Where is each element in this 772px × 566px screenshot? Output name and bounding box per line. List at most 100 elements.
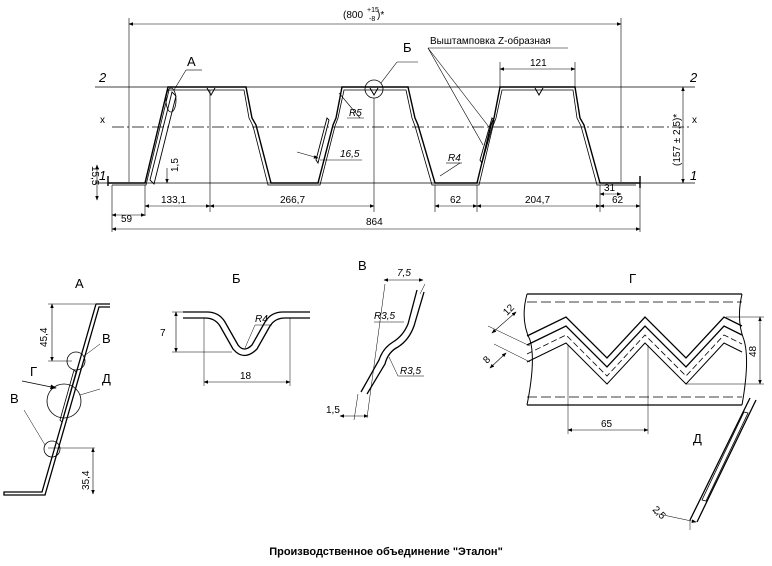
d2047-text: 204,7: [525, 195, 550, 206]
overall-tol-dn: -8: [369, 16, 375, 23]
detail-a-v2: В: [10, 391, 19, 406]
detail-g-8: 8: [481, 354, 493, 366]
detail-g-break-r: [738, 293, 748, 406]
line1-left: 1: [99, 168, 106, 183]
detail-v-r2-leader: [388, 356, 399, 377]
detail-g: [487, 293, 764, 434]
detail-b: [172, 311, 310, 386]
main-view: [95, 18, 695, 232]
detail-d-text: Д 2,5: [650, 431, 702, 522]
d1331-text: 133,1: [161, 195, 186, 206]
axis-x-right: x: [692, 115, 697, 126]
detail-d-outer: [689, 397, 751, 521]
d59-text: 59: [121, 214, 133, 225]
d165-leader: [296, 151, 319, 159]
callout-a-ellipse: [165, 87, 177, 113]
line2-left: 2: [98, 70, 107, 85]
detail-a-v2-leader: [23, 409, 46, 446]
detail-a-circle-d: [46, 383, 82, 419]
overall-close: )*: [377, 10, 384, 21]
detail-g-title: Г: [629, 271, 636, 286]
top-width-text: 121: [530, 58, 547, 69]
detail-g-zigzag-1: [526, 316, 743, 359]
detail-g-zigzag-4: [526, 342, 743, 385]
r4-text: R4: [448, 153, 461, 164]
detail-v-inner: [366, 291, 425, 395]
stamp-leader-1: [427, 47, 490, 128]
overall-tol-up: +15: [367, 7, 379, 14]
detail-b-inner: [183, 317, 310, 357]
detail-d-25: 2,5: [650, 504, 668, 522]
height-text: (157 ± 2,5)*: [672, 114, 683, 166]
detail-a-text: А 45,4 35,4 В Г Д В: [10, 276, 111, 490]
r4-leader: [439, 162, 461, 177]
r5-text: R5: [349, 108, 362, 119]
detail-d: [653, 397, 757, 530]
detail-d-stamp: [701, 411, 749, 502]
profile-inner: [112, 89, 636, 186]
detail-g-dim-12: [491, 311, 517, 334]
detail-d-inner: [696, 399, 757, 523]
d15-text: 1,5: [170, 158, 181, 172]
detail-a-d-leader: [79, 388, 101, 396]
detail-v-r35a: R3,5: [374, 311, 396, 322]
detail-a-circle-v2: [43, 440, 61, 458]
detail-b-outer: [183, 311, 310, 350]
detail-g-zigzag-2: [526, 325, 743, 368]
detail-g-ext-8: [493, 343, 531, 363]
detail-g-zigzag-3: [526, 334, 743, 377]
view-b-mark: Б: [403, 40, 412, 55]
detail-d-dim-25: [653, 512, 697, 523]
d2667-text: 266,7: [280, 195, 305, 206]
r5-leader: [338, 92, 361, 119]
overall-dim-text: (800: [343, 10, 363, 21]
detail-v-15: 1,5: [326, 405, 340, 416]
detail-v-outer: [360, 289, 418, 393]
rib-dip-3: [534, 87, 544, 97]
main-view-text: (800 +15 -8 )* Выштамповка Z-образная А …: [89, 7, 698, 228]
line1-right: 1: [690, 168, 697, 183]
rib-dip-1: [206, 87, 216, 97]
detail-a: [3, 303, 110, 496]
detail-a-profile: [3, 303, 110, 496]
axis-x-left: x: [100, 115, 105, 126]
detail-g-65: 65: [601, 419, 613, 430]
detail-d-title: Д: [693, 431, 702, 446]
detail-a-454: 45,4: [39, 327, 50, 347]
callout-a-leader: [173, 69, 187, 91]
detail-v-r35b: R3,5: [400, 366, 422, 377]
d864-text: 864: [366, 217, 383, 228]
d155-text: 15,5: [89, 166, 100, 186]
profile-outer: [108, 86, 640, 184]
detail-v: [339, 278, 426, 421]
detail-v-text: В 7,5 R3,5 R3,5 1,5: [326, 258, 422, 416]
detail-v-ext-75: [366, 283, 386, 419]
footer-caption: Производственное объединение "Эталон": [269, 546, 503, 558]
stamp-label: Выштамповка Z-образная: [430, 35, 551, 47]
detail-a-circle-v1: [66, 351, 86, 371]
detail-v-75: 7,5: [397, 268, 411, 279]
d62b-text: 62: [612, 195, 624, 206]
detail-a-d: Д: [102, 371, 111, 386]
detail-a-v1-leader: [83, 343, 101, 357]
detail-g-ext-12a: [487, 325, 531, 347]
detail-v-title: В: [358, 258, 367, 273]
detail-b-18: 18: [240, 371, 252, 382]
detail-b-7: 7: [160, 328, 166, 339]
view-a-mark: А: [187, 54, 196, 69]
detail-a-g-arrow: [21, 380, 57, 390]
detail-b-text: Б R4 7 18: [160, 271, 268, 382]
d62a-text: 62: [450, 195, 462, 206]
detail-a-g: Г: [30, 364, 37, 379]
detail-a-title: А: [75, 276, 84, 291]
detail-b-r4-leader: [244, 324, 256, 349]
line2-right: 2: [689, 70, 698, 85]
z-stamp-2: [315, 117, 330, 165]
detail-b-title: Б: [232, 271, 241, 286]
callout-b-leader: [380, 61, 398, 84]
detail-g-break-l: [523, 293, 533, 406]
detail-a-v1: В: [102, 331, 111, 346]
detail-g-12: 12: [501, 302, 517, 318]
detail-a-stamp: [59, 369, 77, 423]
